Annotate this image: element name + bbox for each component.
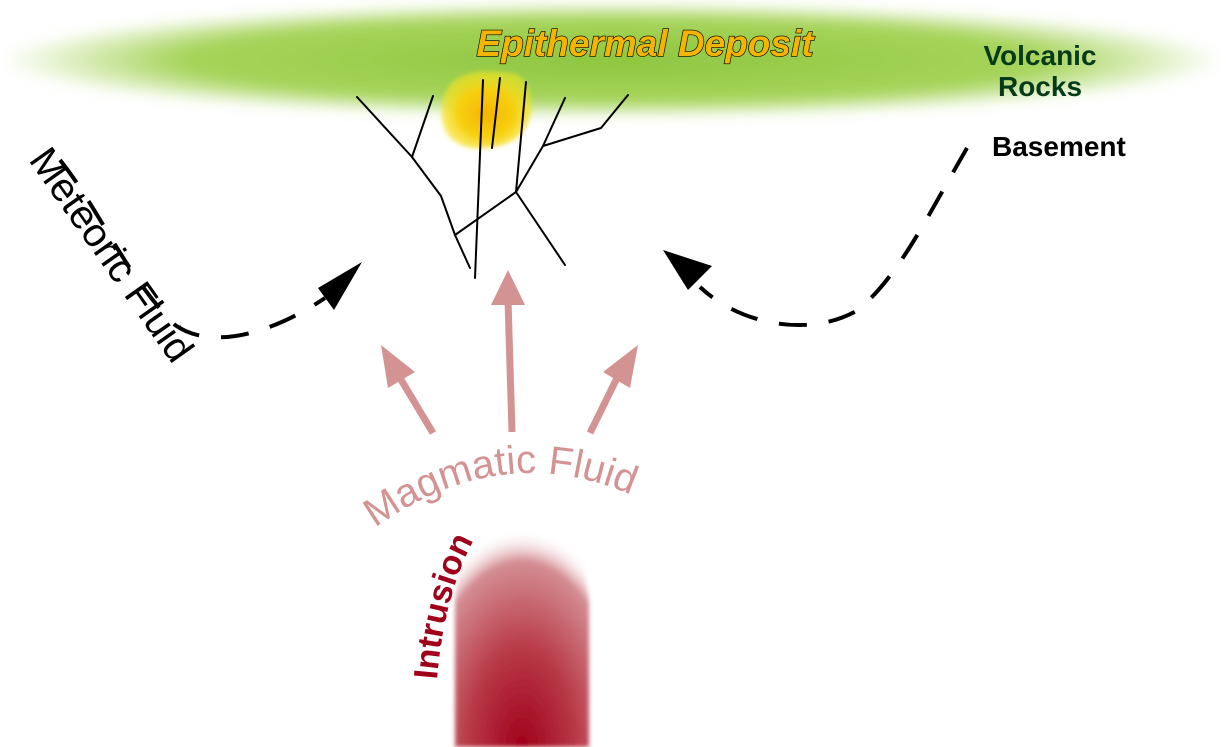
- volcanic-rock-layer: [0, 2, 1224, 118]
- magmatic-arrow-right: [586, 376, 621, 435]
- magmatic-arrowhead-left: [381, 345, 415, 388]
- basement-label: Basement: [992, 131, 1126, 162]
- magmatic-arrow-center: [504, 299, 516, 433]
- deposit-blob: [441, 71, 532, 149]
- magmatic-arrowhead-center: [491, 270, 525, 305]
- meteoric-fluid-label-path: Meteoric Fluid: [21, 140, 202, 371]
- magmatic-arrow-left: [396, 376, 437, 435]
- volcanic-rocks-label-line2: Rocks: [998, 71, 1082, 102]
- meteoric-arrowhead-right: [663, 250, 712, 290]
- magmatic-arrowhead-right: [603, 345, 638, 388]
- magmatic-arrows: [381, 270, 638, 435]
- meteoric-fluid-label: Meteoric Fluid: [21, 140, 202, 371]
- intrusion-body: [455, 505, 589, 747]
- volcanic-rocks-label-line1: Volcanic: [983, 40, 1096, 71]
- meteoric-arrowhead-left: [318, 262, 362, 310]
- meteoric-fluid-path-right: [698, 146, 969, 328]
- diagram-title: Epithermal Deposit: [476, 23, 815, 64]
- meteoric-fluid-path-left: [58, 158, 327, 340]
- fracture-network: [356, 77, 629, 279]
